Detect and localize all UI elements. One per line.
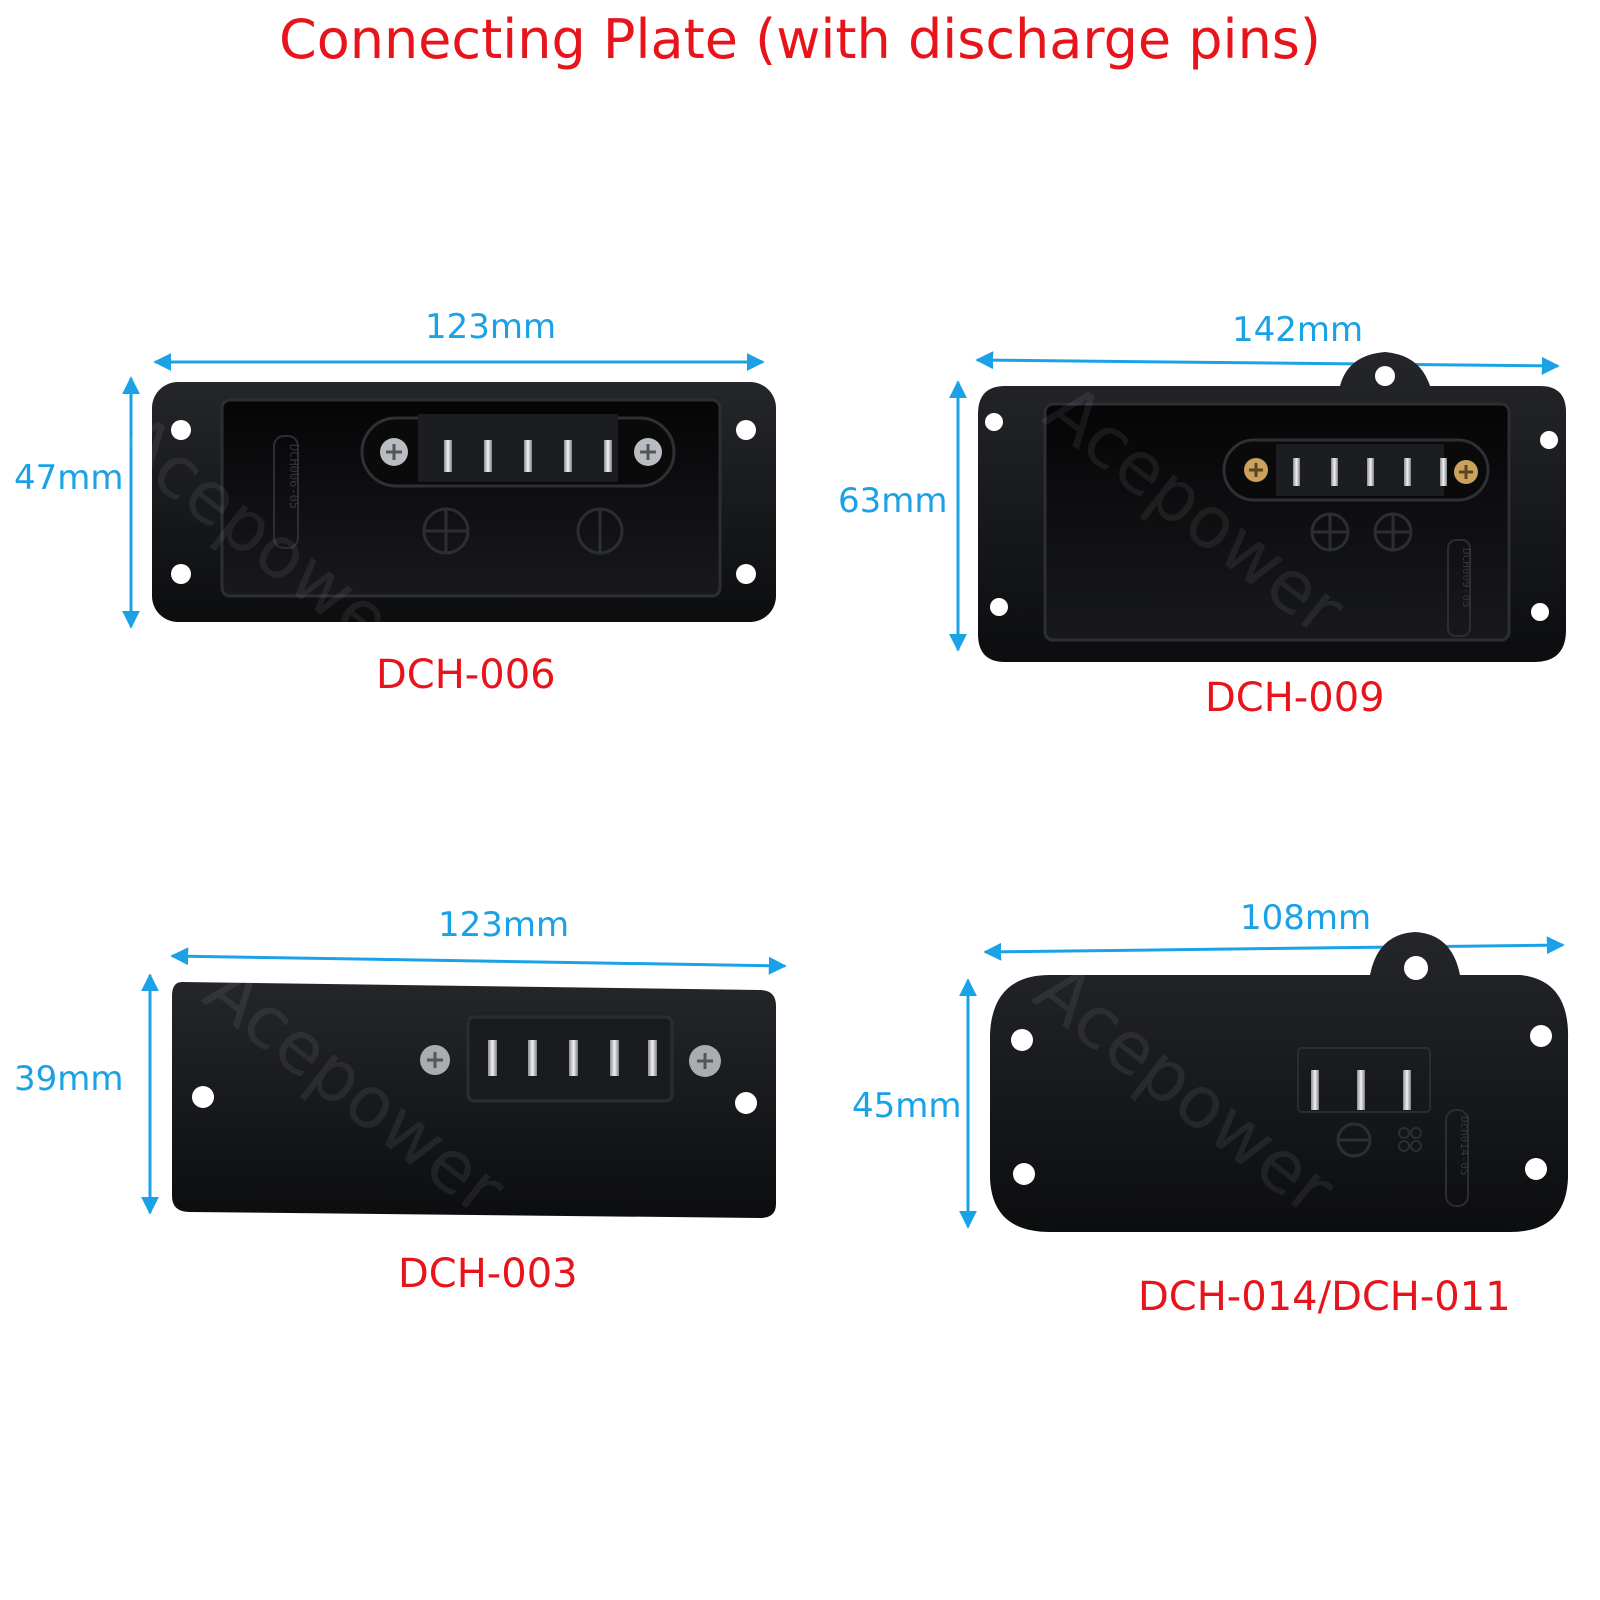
width-arrow-dch-009 <box>975 351 1560 375</box>
width-label-dch-006: 123mm <box>425 307 557 347</box>
model-label-dch-006: DCH-006 <box>376 652 556 698</box>
width-arrow-dch-014 <box>983 936 1565 961</box>
width-label-dch-009: 142mm <box>1232 310 1364 350</box>
page-title: Connecting Plate (with discharge pins) <box>278 8 1321 71</box>
plate-dch-006: DCH006-05 <box>122 353 776 629</box>
plate-dch-014-011: Dch014-05 <box>959 932 1569 1232</box>
plate-dch-003 <box>141 947 787 1218</box>
height-label-dch-003: 39mm <box>14 1059 124 1099</box>
height-label-dch-014: 45mm <box>852 1086 962 1126</box>
plate-dch-009: DCH009-05 <box>949 351 1566 662</box>
mold-text-dch-009: DCH009-05 <box>1460 548 1473 608</box>
mold-text-dch-014: Dch014-05 <box>1458 1116 1471 1176</box>
width-label-dch-014: 108mm <box>1240 898 1372 938</box>
height-label-dch-009: 63mm <box>838 481 948 521</box>
model-label-dch-003: DCH-003 <box>398 1251 578 1297</box>
width-arrow-dch-003 <box>170 947 787 975</box>
model-label-dch-009: DCH-009 <box>1205 675 1385 721</box>
model-label-dch-014-011: DCH-014/DCH-011 <box>1138 1274 1511 1320</box>
mold-text-dch-006: DCH006-05 <box>287 444 301 509</box>
width-label-dch-003: 123mm <box>438 905 570 945</box>
height-label-dch-006: 47mm <box>14 458 124 498</box>
